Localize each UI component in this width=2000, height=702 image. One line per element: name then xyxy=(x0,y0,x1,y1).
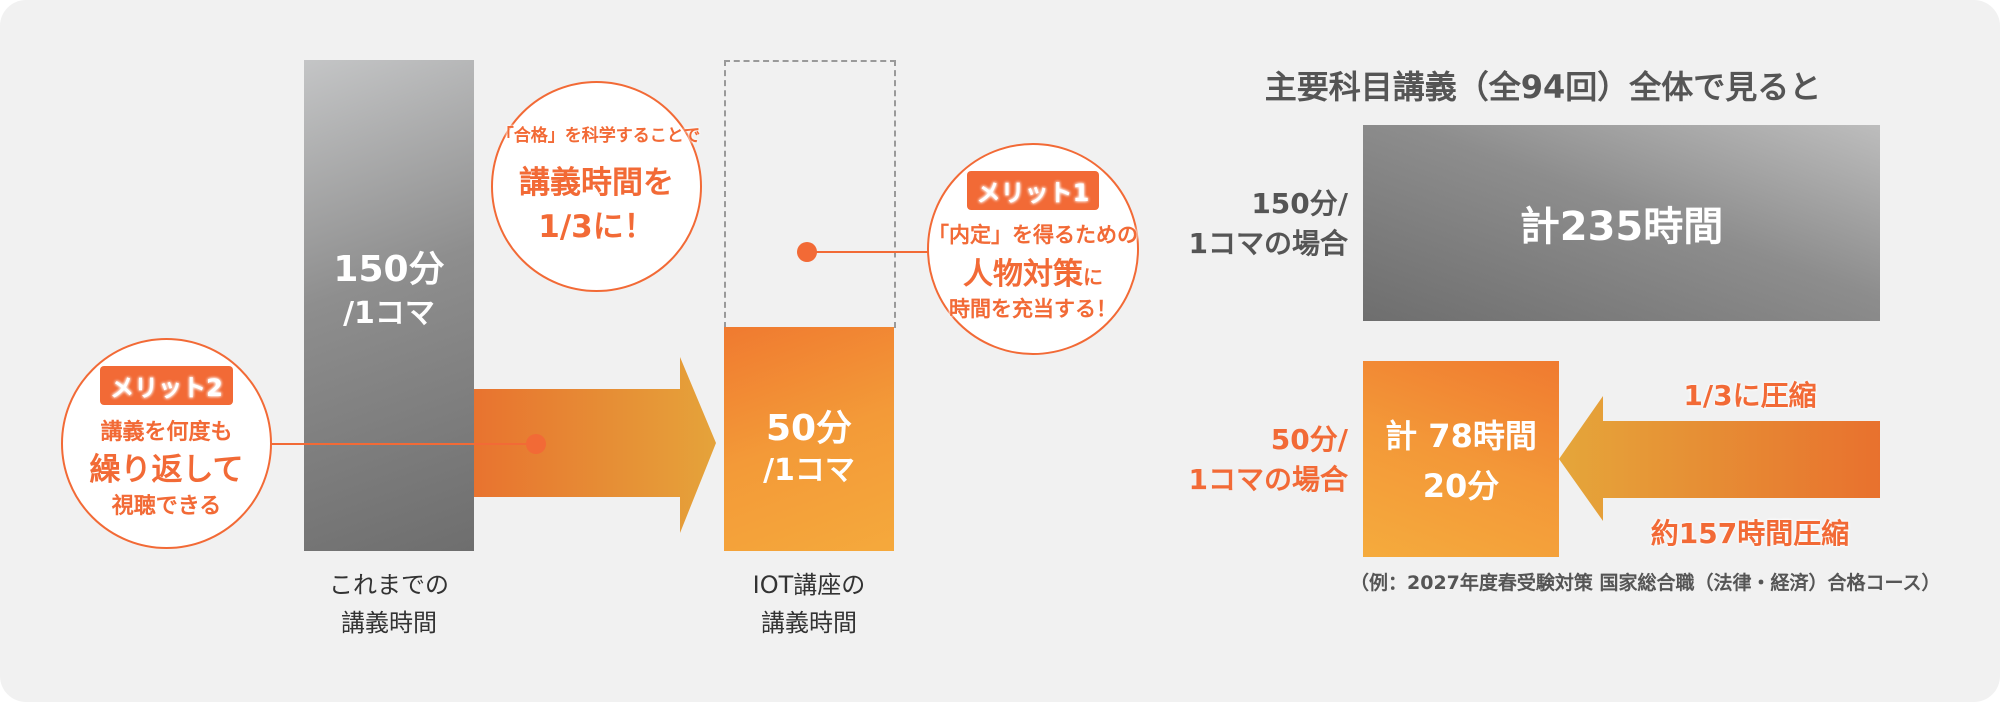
merit2-connector-line xyxy=(270,443,536,445)
new-label: 50分/ 1コマの場合 xyxy=(1088,420,1348,500)
previous-caption-line1: これまでの xyxy=(329,571,449,599)
merit2-bubble: メリット2 講義を何度も 繰り返して 視聴できる xyxy=(61,338,272,549)
merit1-badge: メリット1 xyxy=(966,171,1100,210)
iot-bar-value: 50分 xyxy=(765,408,853,449)
merit2-line1: 講義を何度も xyxy=(100,420,233,445)
new-total-line2: 20分 xyxy=(1422,467,1500,505)
compression-arrow xyxy=(1559,396,1880,521)
reduction-arrow xyxy=(474,357,716,533)
iot-lecture-bar: 50分 /1コマ xyxy=(724,327,894,551)
merit2-dot xyxy=(526,434,546,454)
previous-bar-value: 150分 xyxy=(333,249,445,290)
iot-bar-unit: /1コマ xyxy=(763,453,855,488)
merit2-badge: メリット2 xyxy=(100,366,233,405)
new-label-line1: 50分/ xyxy=(1270,423,1348,456)
iot-caption-line1: IOT講座の xyxy=(752,571,866,599)
center-bubble-line2: 講義時間を xyxy=(519,165,674,201)
right-title: 主要科目講義（全94回）全体で見ると xyxy=(1264,68,1822,106)
previous-caption-line2: 講義時間 xyxy=(341,609,437,637)
old-label-line1: 150分/ xyxy=(1251,187,1348,220)
center-bubble-line3: 1/3に！ xyxy=(538,209,655,245)
previous-lecture-bar: 150分 /1コマ xyxy=(304,60,474,551)
merit1-connector-line xyxy=(806,251,930,253)
old-total-box: 計235時間 xyxy=(1363,125,1880,321)
merit2-line2: 繰り返して xyxy=(89,452,244,488)
merit1-line2-big: 人物対策 xyxy=(963,257,1083,292)
merit2-line3: 視聴できる xyxy=(111,494,222,519)
merit1-bubble: メリット1 「内定」を得るための 人物対策に 時間を充当する！ xyxy=(927,143,1139,355)
removed-time-outline xyxy=(724,60,896,328)
new-label-line2: 1コマの場合 xyxy=(1188,463,1348,496)
merit1-line3: 時間を充当する！ xyxy=(949,297,1117,321)
iot-caption-line2: 講義時間 xyxy=(761,609,857,637)
center-bubble-line1: 「合格」を科学することで xyxy=(496,126,701,146)
arrow-top-label: 1/3に圧縮 xyxy=(1683,379,1817,412)
old-label: 150分/ 1コマの場合 xyxy=(1088,184,1348,264)
previous-bar-unit: /1コマ xyxy=(343,296,435,331)
footnote: （例：2027年度春受験対策 国家総合職（法律・経済）合格コース） xyxy=(1350,572,1941,594)
merit1-dot xyxy=(797,242,817,262)
merit1-line2-small: に xyxy=(1083,265,1103,289)
old-label-line2: 1コマの場合 xyxy=(1188,227,1348,260)
arrow-bottom-label: 約157時間圧縮 xyxy=(1650,517,1850,550)
merit1-line2: 人物対策に xyxy=(929,249,1137,293)
center-bubble: 「合格」を科学することで 講義時間を 1/3に！ xyxy=(491,81,702,292)
old-total: 計235時間 xyxy=(1519,204,1724,250)
new-total-box: 計 78時間 20分 xyxy=(1363,361,1559,557)
merit1-line1: 「内定」を得るための xyxy=(928,223,1138,247)
new-total-line1: 計 78時間 xyxy=(1385,417,1537,455)
